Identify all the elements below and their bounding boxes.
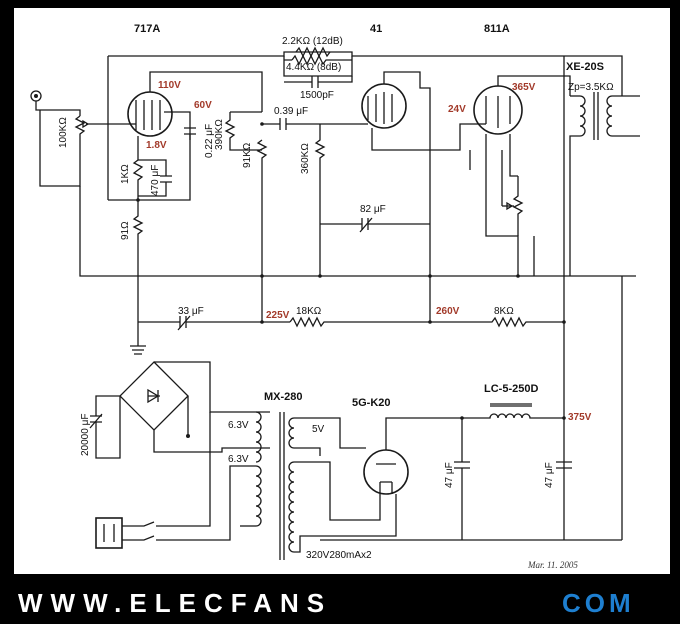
tube-label-5gk20: 5G-K20	[352, 397, 391, 409]
stage2-41	[260, 71, 470, 276]
label-c-cath1: 470 μF	[150, 165, 161, 196]
input-section	[30, 90, 636, 277]
tube-label-lc5250d: LC-5-250D	[484, 383, 538, 395]
tube-label-717A: 717A	[134, 23, 160, 35]
label-r-load1: 91KΩ	[242, 142, 253, 168]
voltage-b375: 375V	[568, 412, 592, 423]
labels: 717A 41 811A XE-20S MX-280 5G-K20 LC-5-2…	[58, 23, 614, 570]
label-r-grid2: 360KΩ	[300, 143, 311, 174]
label-r-cath2: 91Ω	[120, 221, 131, 240]
label-heater-1: 6.3V	[228, 420, 249, 431]
label-c-psu1: 47 μF	[444, 462, 455, 488]
label-c-cath2: 82 μF	[360, 204, 386, 215]
tube-label-811A: 811A	[484, 23, 510, 35]
label-zp: Zp=3.5KΩ	[568, 82, 614, 93]
label-c-feedback: 1500pF	[300, 90, 334, 101]
watermark: WWW.ELECFANS COM	[0, 576, 680, 624]
label-r-cath1: 1KΩ	[120, 164, 131, 184]
stage3-811A	[469, 75, 571, 276]
tube-label-41: 41	[370, 23, 382, 35]
label-hv-winding: 320V280mAx2	[306, 550, 372, 561]
label-c-filter1: 33 μF	[178, 306, 204, 317]
label-c-psu2: 47 μF	[544, 462, 555, 488]
watermark-right: COM	[562, 588, 635, 618]
label-c-screen: 0.22 μF	[204, 124, 215, 158]
watermark-left: WWW.ELECFANS	[18, 588, 332, 618]
tube-label-mx280: MX-280	[264, 391, 303, 403]
voltage-v2-cathode: 24V	[448, 104, 466, 115]
power-supply	[89, 361, 622, 560]
label-r-screen: 390KΩ	[214, 119, 225, 150]
label-r-feedback-2: 4.4KΩ (8dB)	[286, 62, 341, 73]
label-c-bridge: 20000 μF	[80, 414, 91, 456]
label-heater-2: 6.3V	[228, 454, 249, 465]
label-r-filter2: 8KΩ	[494, 306, 514, 317]
output-transformer	[569, 92, 640, 540]
b-plus-rail	[130, 56, 566, 412]
voltage-v1-plate: 110V	[158, 80, 181, 91]
voltage-v3-plate: 365V	[512, 82, 536, 93]
voltage-b225: 225V	[266, 310, 290, 321]
label-r-volume: 100KΩ	[58, 117, 69, 148]
drawing-date: Mar. 11. 2005	[527, 560, 578, 570]
stage1-717A	[108, 71, 280, 276]
schematic-sheet	[14, 8, 670, 574]
feedback-network	[107, 46, 623, 200]
label-r-filter1: 18KΩ	[296, 306, 322, 317]
label-heater-rect: 5V	[312, 424, 325, 435]
voltage-v1-screen: 60V	[194, 100, 212, 111]
voltage-v1-cathode: 1.8V	[146, 140, 167, 151]
voltage-b260: 260V	[436, 306, 460, 317]
label-r-feedback-1: 2.2KΩ (12dB)	[282, 36, 343, 47]
tube-label-xe20s: XE-20S	[566, 61, 604, 73]
label-c-coupling: 0.39 μF	[274, 106, 308, 117]
